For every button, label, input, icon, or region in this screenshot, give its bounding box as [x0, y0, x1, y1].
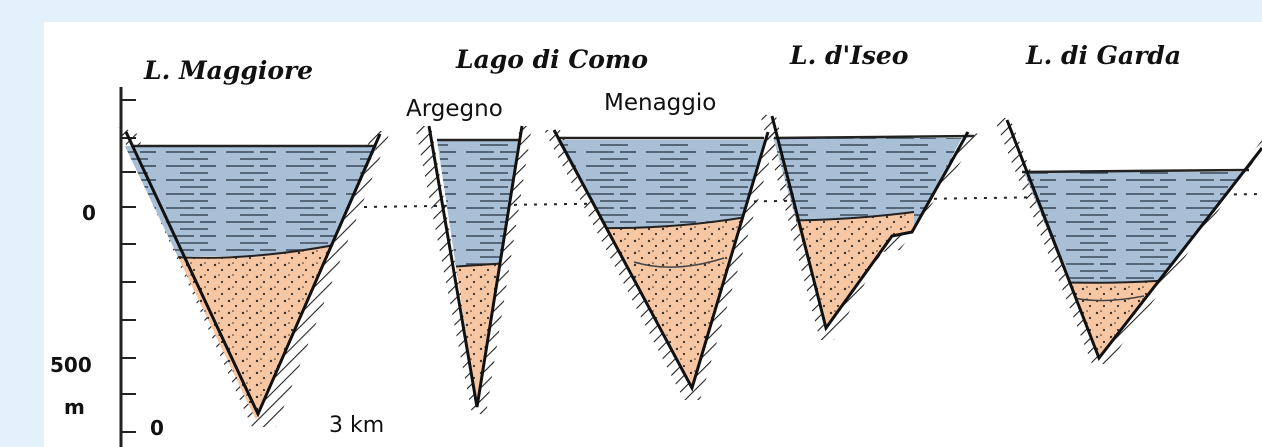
lake-title-maggiore: L. Maggiore — [143, 56, 313, 85]
lake-cross-section-diagram: 0 500 m 0 3 km — [44, 22, 1262, 447]
scale-end: 3 km — [329, 413, 384, 438]
scale-start: 0 — [150, 416, 164, 440]
figure-panel: 0 500 m 0 3 km — [44, 22, 1262, 447]
lake-title-como: Lago di Como — [455, 45, 648, 74]
lake-title-garda: L. di Garda — [1025, 41, 1181, 70]
depth-tick-0: 0 — [82, 201, 96, 225]
depth-unit: m — [64, 395, 85, 419]
depth-tick-500: 500 — [50, 353, 92, 377]
lake-como-menaggio-profile — [544, 130, 778, 402]
lake-title-iseo: L. d'Iseo — [789, 41, 908, 70]
lake-garda-profile — [994, 118, 1262, 372]
site-label-argegno: Argegno — [406, 96, 503, 122]
lake-iseo-profile — [760, 114, 980, 342]
lake-como-argegno-profile — [415, 126, 532, 422]
depth-axis: 0 500 m — [50, 87, 136, 447]
site-label-menaggio: Menaggio — [604, 90, 716, 116]
lake-maggiore-profile — [114, 127, 394, 432]
